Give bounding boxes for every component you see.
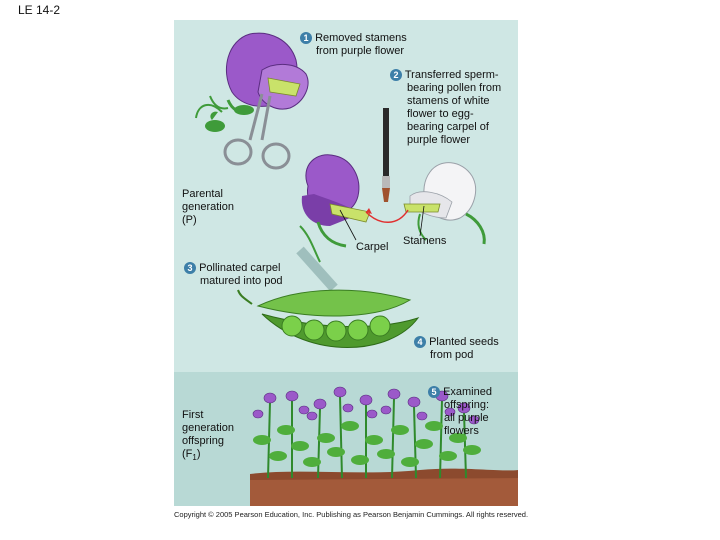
f1-line-2: generation (182, 422, 234, 434)
step-3-line-1: Pollinated carpel (199, 262, 281, 274)
pea-pod (237, 289, 420, 348)
step-4-label: 4 Planted seeds from pod (414, 336, 499, 362)
step-2-line-2: bearing pollen from (407, 82, 502, 94)
pollen-transfer-arrow (365, 209, 409, 223)
parental-generation-label: Parental generation (P) (182, 188, 234, 227)
green-bud (205, 111, 225, 132)
slide-title: LE 14-2 (18, 3, 61, 17)
step-1-badge: 1 (300, 32, 312, 44)
scissors-icon (223, 93, 291, 170)
step-1-line-1: Removed stamens (315, 32, 407, 44)
step-2-line-4: flower to egg- (407, 108, 474, 120)
step-5-badge: 5 (428, 386, 440, 398)
first-generation-label: First generation offspring (F1) (182, 409, 234, 464)
step-5-line-2: offspring: (444, 399, 490, 411)
step-2-badge: 2 (390, 69, 402, 81)
step-2-line-5: bearing carpel of (407, 121, 489, 133)
copyright-text: Copyright © 2005 Pearson Education, Inc.… (174, 510, 529, 519)
f1-line-3: offspring (182, 435, 224, 447)
step-5-line-3: all purple (444, 412, 489, 424)
f1-line-1: First (182, 409, 204, 421)
step-5-label: 5 Examined offspring: all purple flowers (428, 386, 492, 438)
step-4-line-2: from pod (430, 349, 474, 361)
step-2-line-1: Transferred sperm- (404, 69, 499, 81)
maturation-arrow (296, 246, 338, 292)
step-2-label: 2 Transferred sperm- bearing pollen from… (390, 69, 501, 147)
carpel-pointer-line (339, 209, 357, 241)
step-5-line-4: flowers (444, 425, 479, 437)
f1-line-4-suffix: ) (196, 448, 201, 460)
purple-flower-middle (299, 154, 371, 263)
f1-plants (250, 386, 518, 506)
step-5-line-1: Examined (443, 386, 492, 398)
step-2-line-6: purple flower (407, 134, 470, 146)
step-3-line-2: matured into pod (200, 275, 283, 287)
step-1-line-2: from purple flower (316, 45, 405, 57)
stamens-pointer-line (419, 205, 425, 237)
step-3-label: 3 Pollinated carpel matured into pod (184, 262, 283, 288)
parental-line-1: Parental (182, 188, 223, 200)
parental-line-3: (P) (182, 214, 197, 226)
white-flower (403, 162, 486, 245)
step-3-badge: 3 (184, 262, 196, 274)
parental-line-2: generation (182, 201, 234, 213)
step-4-badge: 4 (414, 336, 426, 348)
f1-subscript: 1 (192, 453, 197, 463)
step-2-line-3: stamens of white (407, 95, 490, 107)
step-4-line-1: Planted seeds (429, 336, 499, 348)
step-1-label: 1 Removed stamens from purple flower (300, 32, 407, 58)
stamens-label: Stamens (403, 235, 447, 247)
f1-line-4-prefix: (F (182, 448, 193, 460)
paintbrush-icon (382, 108, 390, 202)
carpel-label: Carpel (356, 241, 389, 253)
purple-flower-top (195, 32, 309, 119)
pollen-arrow-head (366, 208, 372, 214)
